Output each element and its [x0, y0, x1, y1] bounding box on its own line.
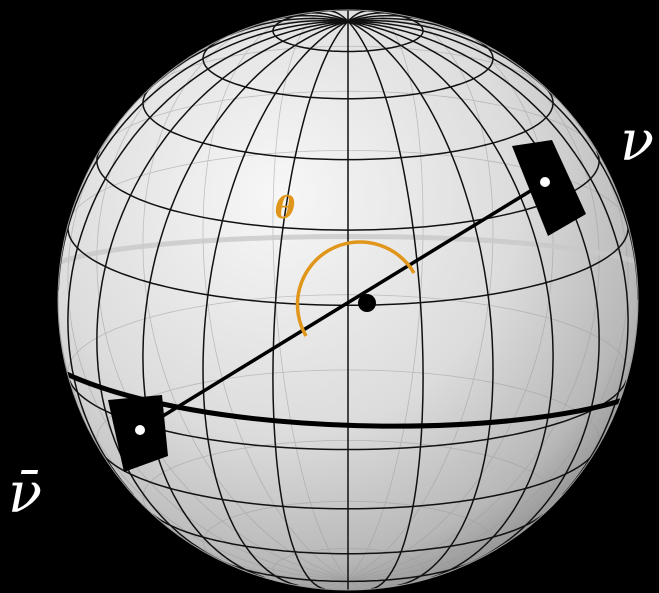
nu-label: ν — [620, 109, 654, 174]
antinu-label: ν̄ — [8, 461, 42, 526]
antinu-point — [135, 425, 145, 435]
theta-label: θ — [275, 191, 295, 226]
nu-point — [540, 177, 550, 187]
center-dot-icon — [358, 294, 376, 312]
